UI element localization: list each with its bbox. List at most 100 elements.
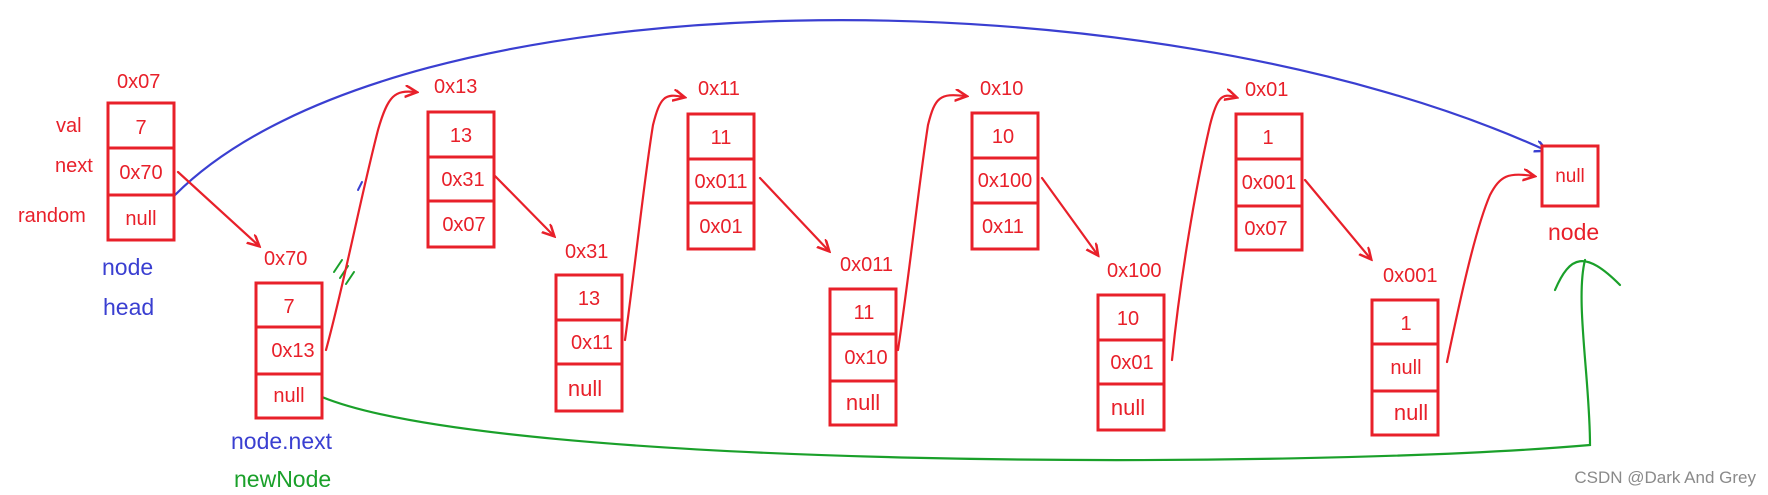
node-address: 0x70	[264, 248, 307, 270]
next-arrow-1	[176, 170, 258, 245]
node-random: null	[273, 385, 304, 407]
copy-arrow-3	[896, 95, 965, 352]
copy-arrow-2	[623, 96, 683, 342]
field-label-next: next	[55, 155, 93, 177]
node-val: 11	[854, 302, 875, 324]
node-val-cell	[1234, 112, 1304, 161]
node-val: 7	[283, 296, 294, 318]
node-val-cell	[254, 281, 324, 329]
label-new-node: newNode	[234, 466, 331, 492]
node-address: 0x10	[980, 78, 1023, 100]
node-next-cell	[426, 155, 496, 203]
node-address: 0x011	[840, 254, 893, 276]
node-val: 13	[578, 288, 600, 310]
node-random-cell	[106, 193, 176, 242]
node-0x01: 0x01 1 0x001 0x07	[1234, 79, 1304, 252]
node-val-cell	[1370, 298, 1440, 346]
copy-arrow-5	[1445, 175, 1533, 364]
connectors	[173, 19, 1622, 462]
next-arrow-3	[758, 176, 828, 250]
watermark: CSDN @Dark And Grey	[1574, 468, 1756, 487]
label-node-next: node.next	[231, 428, 333, 454]
node-next-cell	[554, 318, 624, 366]
copy-arrow-4	[1170, 96, 1235, 362]
label-tail-node: node	[1548, 219, 1599, 245]
label-node: node	[102, 254, 153, 280]
node-random: 0x07	[1244, 218, 1287, 240]
node-next-cell	[1096, 338, 1166, 386]
tail-null-cell	[1540, 144, 1600, 208]
green-tail-arrow	[320, 258, 1592, 462]
node-address: 0x31	[565, 241, 608, 263]
node-val: 1	[1262, 127, 1273, 149]
node-val-cell	[686, 112, 756, 161]
node-0x70: 0x70 7 0x13 null	[254, 248, 324, 420]
tail-null-value: null	[1555, 166, 1585, 187]
node-next: 0x10	[844, 347, 887, 369]
node-val: 7	[135, 117, 146, 139]
node-next: 0x13	[271, 340, 314, 362]
node-0x31: 0x31 13 0x11 null	[554, 241, 624, 413]
node-next: 0x70	[119, 162, 162, 184]
field-label-val: val	[56, 115, 82, 137]
node-random: null	[125, 208, 156, 230]
node-random-cell	[686, 201, 756, 251]
node-random-cell	[1234, 204, 1304, 252]
label-head: head	[103, 294, 154, 320]
next-arrow-5	[1303, 178, 1370, 258]
node-val-cell	[970, 111, 1040, 160]
node-next: 0x100	[978, 170, 1033, 192]
copy-arrow-1	[324, 92, 415, 352]
node-val-cell	[828, 287, 898, 336]
node-0x100: 0x100 10 0x01 null	[1096, 260, 1166, 432]
node-next: 0x11	[571, 332, 613, 354]
node-val: 10	[992, 126, 1014, 148]
node-next: 0x01	[1110, 352, 1153, 374]
node-random-cell	[426, 199, 496, 249]
node-0x001: 0x001 1 null null	[1370, 265, 1440, 437]
node-address: 0x100	[1107, 260, 1162, 282]
node-next-cell	[686, 157, 756, 205]
node-next: 0x011	[694, 171, 747, 193]
field-label-random: random	[18, 205, 86, 227]
node-next: 0x31	[441, 169, 484, 191]
node-val: 11	[711, 127, 732, 149]
tail-null-node: null	[1540, 144, 1600, 208]
node-0x07: 0x07 7 0x70 null	[106, 71, 176, 242]
node-random: null	[1111, 395, 1145, 420]
blue-random-arrow	[173, 19, 1545, 197]
next-arrow-2	[492, 173, 553, 235]
node-next: 0x001	[1242, 172, 1297, 194]
node-random-cell	[1370, 389, 1440, 437]
node-random-cell	[554, 362, 624, 413]
node-address: 0x01	[1245, 79, 1288, 101]
node-next: null	[1390, 357, 1421, 379]
node-random: 0x07	[442, 214, 485, 236]
node-val: 13	[450, 125, 472, 147]
node-random: null	[846, 390, 880, 415]
node-random-cell	[970, 201, 1040, 251]
node-address: 0x07	[117, 71, 160, 93]
node-0x10: 0x10 10 0x100 0x11	[970, 78, 1040, 251]
node-address: 0x11	[698, 78, 740, 100]
node-val-cell	[426, 110, 496, 159]
node-random: null	[1394, 400, 1428, 425]
node-val: 10	[1117, 308, 1139, 330]
node-0x13: 0x13 13 0x31 0x07	[426, 76, 496, 249]
green-arrowhead	[1553, 260, 1622, 292]
node-random-cell	[254, 372, 324, 420]
node-address: 0x001	[1383, 265, 1438, 287]
node-0x011: 0x011 11 0x10 null	[828, 254, 898, 427]
node-next-cell	[106, 146, 176, 197]
node-random: 0x01	[699, 216, 742, 238]
node-random-cell	[828, 379, 898, 427]
node-address: 0x13	[434, 76, 477, 98]
next-arrow-4	[1040, 176, 1097, 254]
node-next-cell	[254, 325, 324, 376]
node-0x11: 0x11 11 0x011 0x01	[686, 78, 756, 251]
node-random: 0x11	[982, 216, 1024, 238]
node-val: 1	[1400, 313, 1411, 335]
node-random-cell	[1096, 382, 1166, 432]
blue-tick	[357, 181, 363, 191]
